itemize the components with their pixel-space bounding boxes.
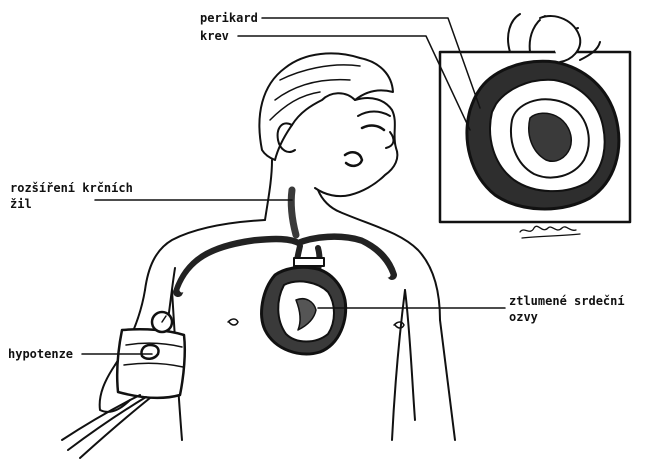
neck-left [265,160,272,220]
blood-pressure-cuff [62,312,185,458]
label-rozsireni-krcnich-zil: rozšíření krčních žil [10,180,133,212]
inset-signature [520,226,580,238]
aorta-band [294,258,324,266]
mouth [345,152,362,166]
label-hypotenze: hypotenze [8,346,73,362]
gauge-bulb [141,345,158,359]
jugular-vein [291,190,296,235]
label-ztlumene-srdecni-ozvy: ztlumené srdeční ozvy [509,293,625,325]
label-rozsireni-line2: žil [10,196,133,212]
eye [362,126,384,130]
label-rozsireni-line1: rozšíření krčních [10,180,133,196]
label-krev: krev [200,28,229,44]
neck-right [318,190,340,212]
label-perikard: perikard [200,10,258,26]
label-ozvy-line1: ztlumené srdeční [509,293,625,309]
tubing [62,395,150,458]
brow [358,112,390,117]
label-ozvy-line2: ozvy [509,309,625,325]
right-arm [405,290,455,440]
nipple-right [394,322,404,328]
nipple-left [228,319,238,325]
nose [386,132,393,148]
